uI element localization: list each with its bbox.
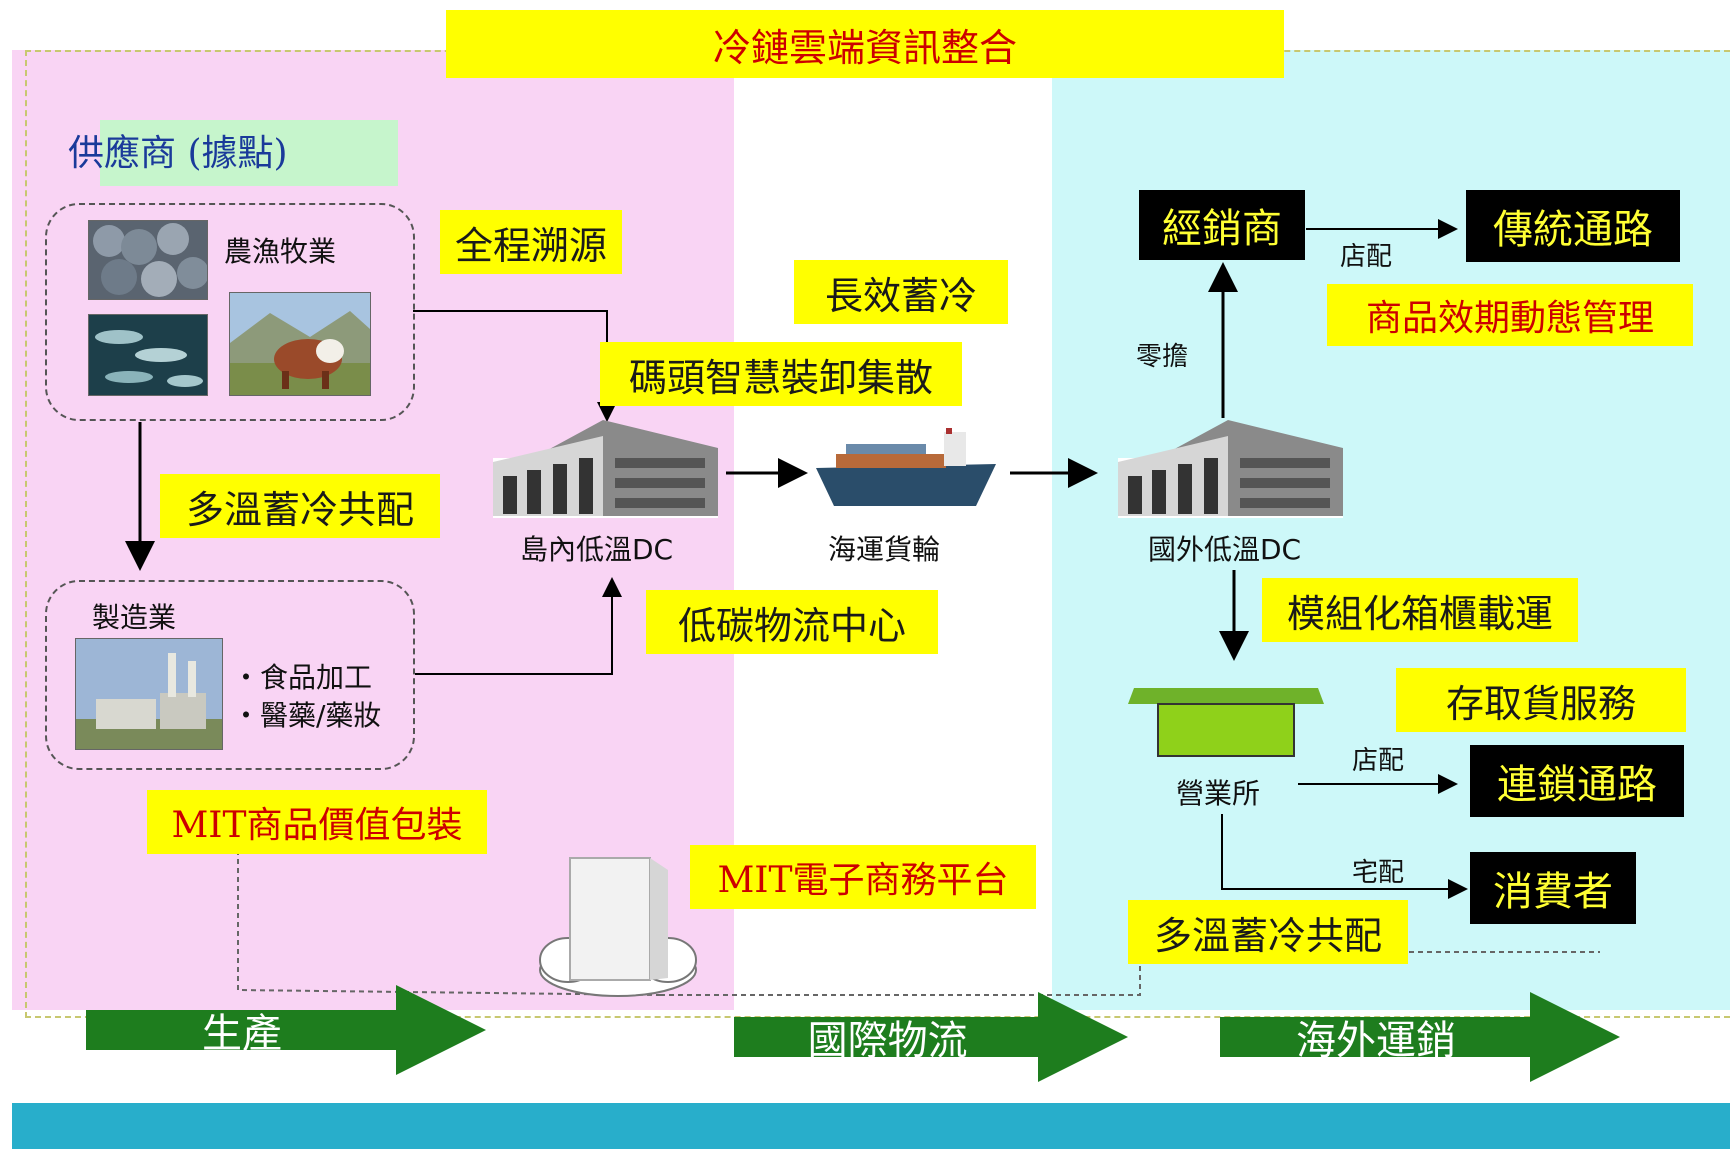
overseas-dc-building — [1118, 420, 1343, 518]
cattle-photo — [229, 292, 371, 396]
ship-label: 海運貨輪 — [828, 533, 941, 566]
tag-multi-temp-delivery-2: 多溫蓄冷共配 — [1128, 900, 1408, 964]
tag-modular-container: 模組化箱櫃載運 — [1262, 578, 1578, 642]
agri-label: 農漁牧業 — [224, 235, 337, 268]
supplier-title: 供應商 (據點) — [68, 133, 288, 174]
edge-store-delivery-1: 店配 — [1340, 242, 1393, 272]
tag-multi-temp-delivery-1: 多溫蓄冷共配 — [160, 474, 440, 538]
tag-long-cold-storage: 長效蓄冷 — [794, 260, 1008, 324]
manufacturing-label: 製造業 — [92, 601, 177, 634]
tag-mit-packaging: MIT商品價值包裝 — [147, 790, 487, 854]
tag-full-traceability: 全程溯源 — [440, 210, 622, 274]
tag-low-carbon-center: 低碳物流中心 — [646, 590, 938, 654]
agri-group — [45, 203, 415, 421]
distributor-box: 經銷商 — [1139, 190, 1305, 260]
tag-mit-ecommerce: MIT電子商務平台 — [690, 845, 1036, 909]
tag-pickup-service: 存取貨服務 — [1396, 668, 1686, 732]
cargo-ship — [816, 428, 996, 506]
edge-store-delivery-2: 店配 — [1352, 746, 1405, 776]
edge-retail-pick: 零擔 — [1136, 342, 1189, 372]
phase-label-logistics: 國際物流 — [807, 1018, 968, 1064]
phase-arrow-logistics: 國際物流 — [734, 992, 1128, 1082]
traditional-channel-box: 傳統通路 — [1466, 190, 1680, 262]
phase-arrow-production: 生產 — [86, 985, 486, 1075]
domestic-dc-building — [493, 420, 718, 518]
domestic-dc-label: 島內低溫DC — [520, 533, 674, 566]
chain-channel-box: 連鎖通路 — [1470, 745, 1684, 817]
tag-expiry-management: 商品效期動態管理 — [1327, 284, 1693, 346]
phase-arrow-overseas: 海外運銷 — [1220, 992, 1620, 1082]
consumer-box: 消費者 — [1470, 852, 1636, 924]
bottom-bar — [12, 1103, 1730, 1149]
supplier-title-bg — [100, 120, 398, 186]
manufacturing-item-food: ・食品加工 — [232, 661, 373, 694]
manufacturing-group — [45, 580, 415, 770]
overseas-dc-label: 國外低溫DC — [1148, 533, 1302, 566]
cloud-server-icon — [539, 857, 697, 997]
edge-home-delivery: 宅配 — [1352, 858, 1405, 888]
berry-photo — [88, 220, 208, 300]
tag-smart-dock: 碼頭智慧裝卸集散 — [600, 342, 962, 406]
phase-label-overseas: 海外運銷 — [1296, 1018, 1456, 1064]
office-container-icon — [1128, 688, 1324, 757]
fish-photo — [88, 314, 208, 396]
factory-photo — [75, 638, 223, 750]
manufacturing-item-pharma: ・醫藥/藥妝 — [232, 699, 382, 732]
phase-label-production: 生產 — [202, 1011, 282, 1057]
cold-chain-cloud-title: 冷鏈雲端資訊整合 — [446, 10, 1284, 78]
office-label: 營業所 — [1176, 777, 1261, 810]
